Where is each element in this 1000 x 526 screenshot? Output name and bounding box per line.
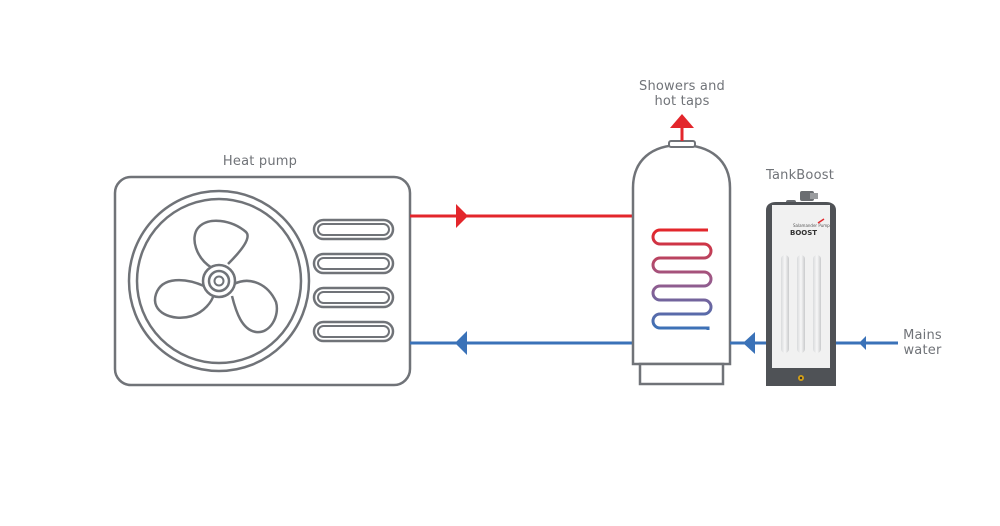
tankboost-device: Salamander Pumps BOOST — [766, 191, 836, 386]
hot-water-cylinder — [631, 114, 732, 386]
flow-arrow-left-icon — [859, 336, 866, 350]
tankboost-label: TankBoost — [765, 168, 835, 183]
flow-arrow-left-icon — [743, 332, 755, 354]
mains-water-label: Mains water — [903, 328, 942, 358]
fan-icon — [127, 189, 311, 373]
boosted-feed-pipe — [730, 332, 766, 354]
tankboost-brand-text: Salamander Pumps — [793, 223, 832, 228]
heat-pump-unit — [113, 175, 412, 387]
flow-arrow-right-icon — [456, 204, 468, 228]
showers-label: Showers and hot taps — [639, 79, 725, 109]
tankboost-product-text: BOOST — [790, 229, 817, 237]
hot-outlet-arrow-icon — [670, 114, 694, 128]
heating-coil — [651, 228, 713, 330]
flow-arrow-left-icon — [455, 331, 467, 355]
mains-inlet-pipe — [836, 336, 898, 350]
vent-grille-icon — [312, 218, 395, 343]
heat-pump-label: Heat pump — [222, 154, 298, 169]
